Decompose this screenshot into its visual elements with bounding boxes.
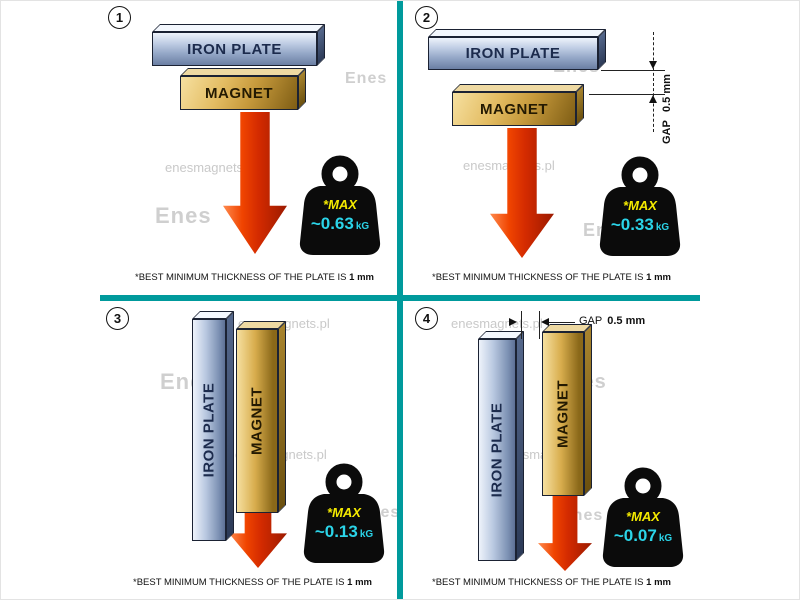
iron-plate-label: IRON PLATE [465, 45, 561, 62]
gap-value: 0.5 mm [607, 315, 646, 327]
max-value-unit: kG [359, 529, 374, 540]
max-value-number: ~0.13 [314, 522, 358, 541]
magnet-front-face: MAGNET [180, 76, 298, 110]
caption-bold: 1 mm [349, 272, 374, 283]
gap-arrow-down-icon [649, 61, 657, 69]
iron-plate: IRON PLATE [428, 29, 606, 70]
gap-value: 0.5 mm [661, 74, 673, 113]
magnet-label: MAGNET [205, 84, 273, 102]
magnet-top-face [452, 84, 584, 92]
magnet-label: MAGNET [248, 387, 266, 455]
magnet-label: MAGNET [554, 380, 572, 448]
iron-plate: IRON PLATE [152, 24, 325, 66]
max-value-unit: kG [655, 222, 670, 233]
gap-word: GAP [661, 120, 673, 144]
iron-plate-front-face: IRON PLATE [152, 32, 317, 66]
caption-bold: 1 mm [347, 577, 372, 588]
magnet-front-face: MAGNET [452, 92, 576, 126]
magnet-side-face [278, 321, 286, 513]
max-value-number: ~0.63 [310, 214, 354, 233]
max-value-unit: kG [355, 221, 370, 232]
magnet: MAGNET [542, 324, 592, 496]
gap-arrow-up-icon [649, 95, 657, 103]
iron-plate-front-face: IRON PLATE [478, 339, 516, 561]
caption: *BEST MINIMUM THICKNESS OF THE PLATE IS … [403, 272, 700, 283]
caption-text: *BEST MINIMUM THICKNESS OF THE PLATE IS [432, 577, 644, 588]
magnet-front-face: MAGNET [542, 332, 584, 496]
caption: *BEST MINIMUM THICKNESS OF THE PLATE IS … [100, 272, 397, 283]
caption-bold: 1 mm [646, 577, 671, 588]
caption: *BEST MINIMUM THICKNESS OF THE PLATE IS … [100, 577, 397, 588]
magnet-front-face: MAGNET [236, 329, 278, 513]
watermark-site: enesmagnets.pl [451, 316, 543, 331]
max-label: *MAX [623, 198, 657, 213]
max-value-number: ~0.07 [613, 526, 657, 545]
magnet: MAGNET [180, 68, 306, 110]
iron-plate-side-face [226, 311, 234, 541]
kettlebell-icon [602, 467, 684, 567]
caption: *BEST MINIMUM THICKNESS OF THE PLATE IS … [403, 577, 700, 588]
iron-plate-label: IRON PLATE [200, 382, 218, 478]
panel-4: 4 enesmagnets.pl enesmagnets.pl Enes Ene… [403, 301, 700, 600]
pull-arrow-icon [223, 112, 287, 254]
gap-tick [589, 94, 665, 95]
max-label: *MAX [323, 197, 357, 212]
magnet: MAGNET [452, 84, 584, 126]
caption-text: *BEST MINIMUM THICKNESS OF THE PLATE IS [135, 272, 347, 283]
watermark-logo: Enes [155, 203, 212, 228]
divider-horizontal [100, 295, 700, 301]
magnet-label: MAGNET [480, 100, 548, 118]
magnet: MAGNET [236, 321, 286, 513]
iron-plate-label: IRON PLATE [187, 40, 282, 58]
magnet-side-face [576, 84, 584, 126]
magnet-top-face [180, 68, 306, 76]
iron-plate-front-face: IRON PLATE [428, 37, 598, 70]
max-value-number: ~0.33 [610, 215, 654, 234]
pull-arrow-icon [490, 128, 554, 258]
iron-plate-side-face [317, 24, 325, 66]
gap-leader-line [549, 322, 575, 323]
magnet-side-face [584, 324, 592, 496]
iron-plate-top-face [152, 24, 325, 32]
kettlebell-icon [599, 156, 681, 256]
caption-bold: 1 mm [646, 272, 671, 283]
panel-1: 1 enesmagnets.pl Enes Enes IRON PLATE MA… [100, 0, 397, 295]
iron-plate-label: IRON PLATE [488, 402, 506, 498]
panel-number: 3 [106, 307, 129, 330]
kettlebell-icon [299, 155, 381, 255]
iron-plate-front-face: IRON PLATE [192, 319, 226, 541]
gap-dimension-line [653, 32, 654, 132]
max-value-unit: kG [658, 533, 673, 544]
pull-arrow-icon [538, 489, 592, 571]
magnet-side-face [298, 68, 306, 110]
gap-tick [601, 70, 665, 71]
iron-plate-top-face [428, 29, 606, 37]
iron-plate: IRON PLATE [192, 311, 234, 541]
kettlebell-icon [303, 463, 385, 563]
iron-plate: IRON PLATE [478, 331, 524, 561]
max-label: *MAX [327, 505, 361, 520]
caption-text: *BEST MINIMUM THICKNESS OF THE PLATE IS [432, 272, 644, 283]
panel-number: 4 [415, 307, 438, 330]
watermark-site: enesmagnets.pl [165, 160, 257, 175]
gap-label: GAP 0.5 mm [661, 52, 673, 144]
panel-2: 2 enesmagnets.pl Enes Enes IRON PLATE MA… [403, 0, 700, 295]
iron-plate-side-face [516, 331, 524, 561]
panel-number: 2 [415, 6, 438, 29]
caption-text: *BEST MINIMUM THICKNESS OF THE PLATE IS [133, 577, 345, 588]
panel-number: 1 [108, 6, 131, 29]
iron-plate-side-face [598, 29, 606, 70]
watermark-logo: Enes [345, 70, 388, 87]
panel-3: 3 enesmagnets.pl enesmagnets.pl Enes Ene… [100, 301, 399, 600]
max-label: *MAX [626, 509, 660, 524]
